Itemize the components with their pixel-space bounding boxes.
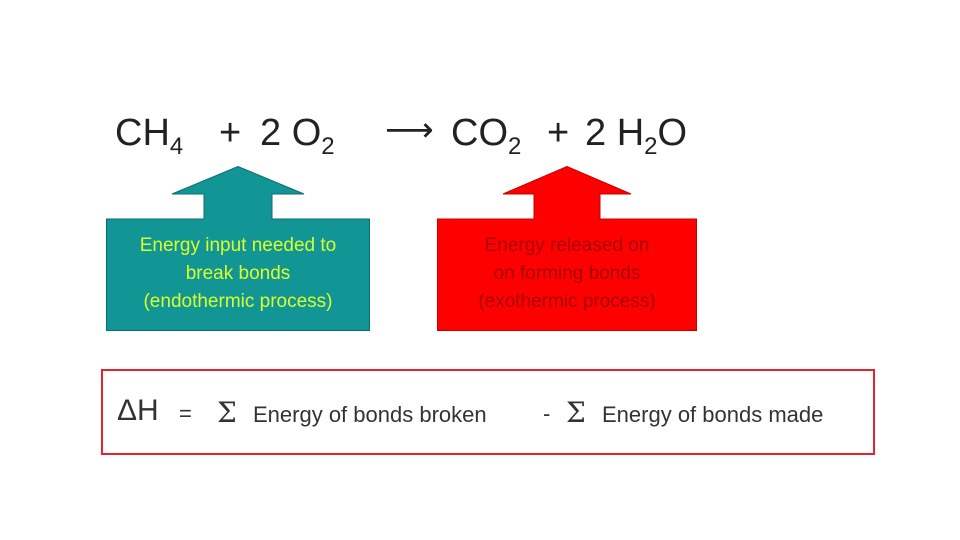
sigma-icon: Σ xyxy=(217,396,237,429)
exothermic-callout: Energy released on on forming bonds (exo… xyxy=(437,166,697,331)
exothermic-text: Energy released on on forming bonds (exo… xyxy=(478,235,656,312)
minus-sign: - xyxy=(543,401,551,426)
plus-sign: + xyxy=(547,112,570,154)
endothermic-callout: Energy input needed to break bonds (endo… xyxy=(106,166,370,331)
enthalpy-formula-box: ΔH = Σ Energy of bonds broken - Σ Energy… xyxy=(101,369,875,455)
sigma-icon: Σ xyxy=(566,396,586,429)
reaction-arrow-icon: ⟶ xyxy=(385,111,434,149)
product-carbon-dioxide: CO2 xyxy=(451,112,522,160)
bonds-made-term: Energy of bonds made xyxy=(602,402,824,427)
delta-h-symbol: ΔH xyxy=(117,394,159,427)
plus-sign: + xyxy=(219,112,242,154)
reactant-methane: CH4 xyxy=(115,112,184,160)
reactant-oxygen: 2 O2 xyxy=(260,112,335,160)
bonds-broken-term: Energy of bonds broken xyxy=(253,402,487,427)
endothermic-text: Energy input needed to break bonds (endo… xyxy=(139,235,337,312)
up-arrow-callout-shape xyxy=(437,166,697,331)
equals-sign: = xyxy=(179,401,192,426)
product-water: 2 H2O xyxy=(585,112,688,160)
up-arrow-callout-shape xyxy=(106,166,370,331)
